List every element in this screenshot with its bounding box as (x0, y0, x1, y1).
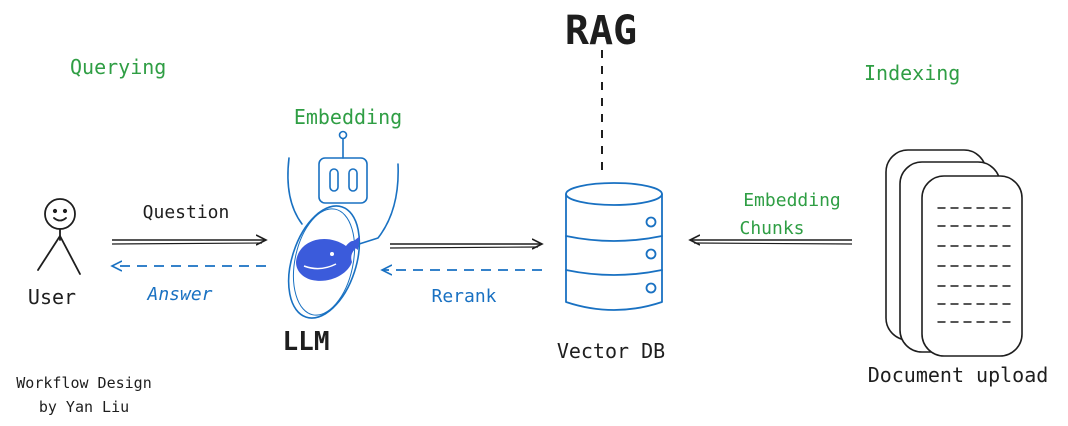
answer-label: Answer (146, 284, 212, 305)
section-indexing: Indexing (864, 61, 960, 85)
rerank-label: Rerank (431, 286, 496, 307)
indexing-embedding-label: Embedding (743, 190, 841, 211)
document-upload-label: Document upload (868, 363, 1049, 387)
database-icon (565, 182, 663, 311)
document-to-vectordb-arrow (690, 240, 853, 244)
diagram-title: RAG (565, 8, 637, 54)
question-label: Question (143, 202, 230, 223)
llm-embedding-label: Embedding (294, 105, 402, 129)
user-label: User (28, 285, 76, 309)
stick-figure-icon (37, 198, 81, 275)
llm-to-vectordb-arrow (389, 244, 542, 248)
stacked-documents-icon (885, 149, 1023, 357)
question-arrow (111, 240, 266, 244)
section-querying: Querying (70, 55, 166, 79)
robot-head-icon (287, 130, 399, 246)
credit-line-1: Workflow Design (16, 374, 151, 392)
credit-line-2: by Yan Liu (39, 398, 129, 416)
llm-label: LLM (283, 327, 330, 357)
vectordb-label: Vector DB (557, 339, 665, 363)
indexing-chunks-label: Chunks (739, 218, 804, 239)
whale-logo-icon (287, 205, 361, 319)
